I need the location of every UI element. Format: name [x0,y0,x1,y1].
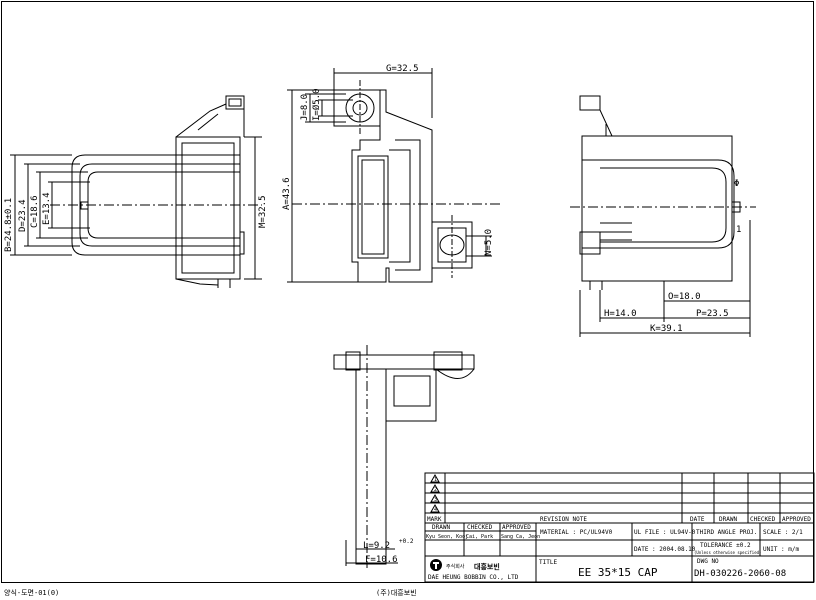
dim-a: A=43.6 [282,177,292,210]
drawn-label: DRAWN [432,524,450,531]
rev-mark-header: MARK [427,516,442,523]
dwg-label: DWG NO [697,558,719,565]
rev-checked-header: CHECKED [750,516,776,523]
material: MATERIAL : PC/UL94V0 [540,529,613,536]
dim-d: D=23.4 [18,199,28,232]
title-block [424,472,815,583]
checked-name: Cai, Park [466,534,493,540]
drawing-number: DH-030226-2060-08 [694,569,786,579]
dim-o: O=18.0 [668,292,701,302]
rev-number-4: 4 [434,507,437,513]
approved-name: Sang Ca, Jeon [501,534,540,540]
sheet-border [1,1,814,583]
ul-file: UL FILE : UL94V-0 [634,529,696,536]
dim-b: B=24.8±0.1 [4,198,14,252]
right-view [570,95,756,337]
dim-c: C=18.6 [30,195,40,228]
dim-j: J=8.0 [300,94,310,121]
dim-k: K=39.1 [650,324,683,334]
rev-note-header: REVISION NOTE [540,516,587,523]
unit: UNIT : m/m [763,546,800,553]
footer-form-code: 양식-도면-01(0) [4,589,60,597]
rev-drawn-header: DRAWN [719,516,737,523]
drawing-date: DATE : 2004.08.10 [634,546,696,553]
tolerance-note: (Unless otherwise specified) [694,550,761,555]
left-view-dimensions: B=24.8±0.1 D=23.4 C=18.6 E=13.4 M=32.5 [4,192,268,252]
company-logo [430,559,442,571]
rev-number-2: 2 [434,487,437,493]
company-en: DAE HEUNG BOBBIN CO., LTD [428,574,519,581]
right-view-dimensions: O=18.0 H=14.0 P=23.5 K=39.1 Φ 1 [604,179,741,334]
front-view-dimensions: G=32.5 A=43.6 J=8.0 I=Ø5.0 N=5.0 [282,64,494,256]
third-angle: THIRD ANGLE PROJ. [696,529,757,536]
dim-n: N=5.0 [484,229,494,256]
checked-label: CHECKED [467,524,493,531]
dim-l: L=9.2 [363,541,390,551]
dim-e: E=13.4 [42,192,52,225]
company-name-kr: 대흥보빈 [474,562,500,571]
tolerance: TOLERANCE ±0.2 [700,542,751,549]
dim-m: M=32.5 [258,195,268,228]
bottom-view-dimensions: L=9.2 +0.2 F=10.6 [363,538,414,565]
approved-label: APPROVED [502,524,531,531]
rev-approved-header: APPROVED [782,516,811,523]
mark-one: 1 [736,225,741,235]
dim-g: G=32.5 [386,64,419,74]
dim-h: H=14.0 [604,309,637,319]
bottom-view [333,345,475,568]
left-view [10,95,262,288]
part-title: EE 35*15 CAP [578,566,658,579]
drawn-name: Kyu Seon, Kooj [426,534,468,540]
dim-f: F=10.6 [365,555,398,565]
rev-number-3: 3 [434,497,437,503]
title-block-text: MARK REVISION NOTE DATE DRAWN CHECKED AP… [426,477,811,581]
rev-date-header: DATE [690,516,705,523]
title-label: TITLE [539,559,557,566]
dim-l-tol: +0.2 [399,538,414,545]
dim-p: P=23.5 [696,309,729,319]
front-view [287,68,502,283]
footer-company: (주)대흥보빈 [376,589,417,597]
company-prefix: 주식회사 [446,563,465,570]
rev-number-1: 1 [434,477,437,483]
scale: SCALE : 2/1 [763,529,803,536]
mark-phi: Φ [734,179,739,189]
dim-i: I=Ø5.0 [311,88,322,121]
